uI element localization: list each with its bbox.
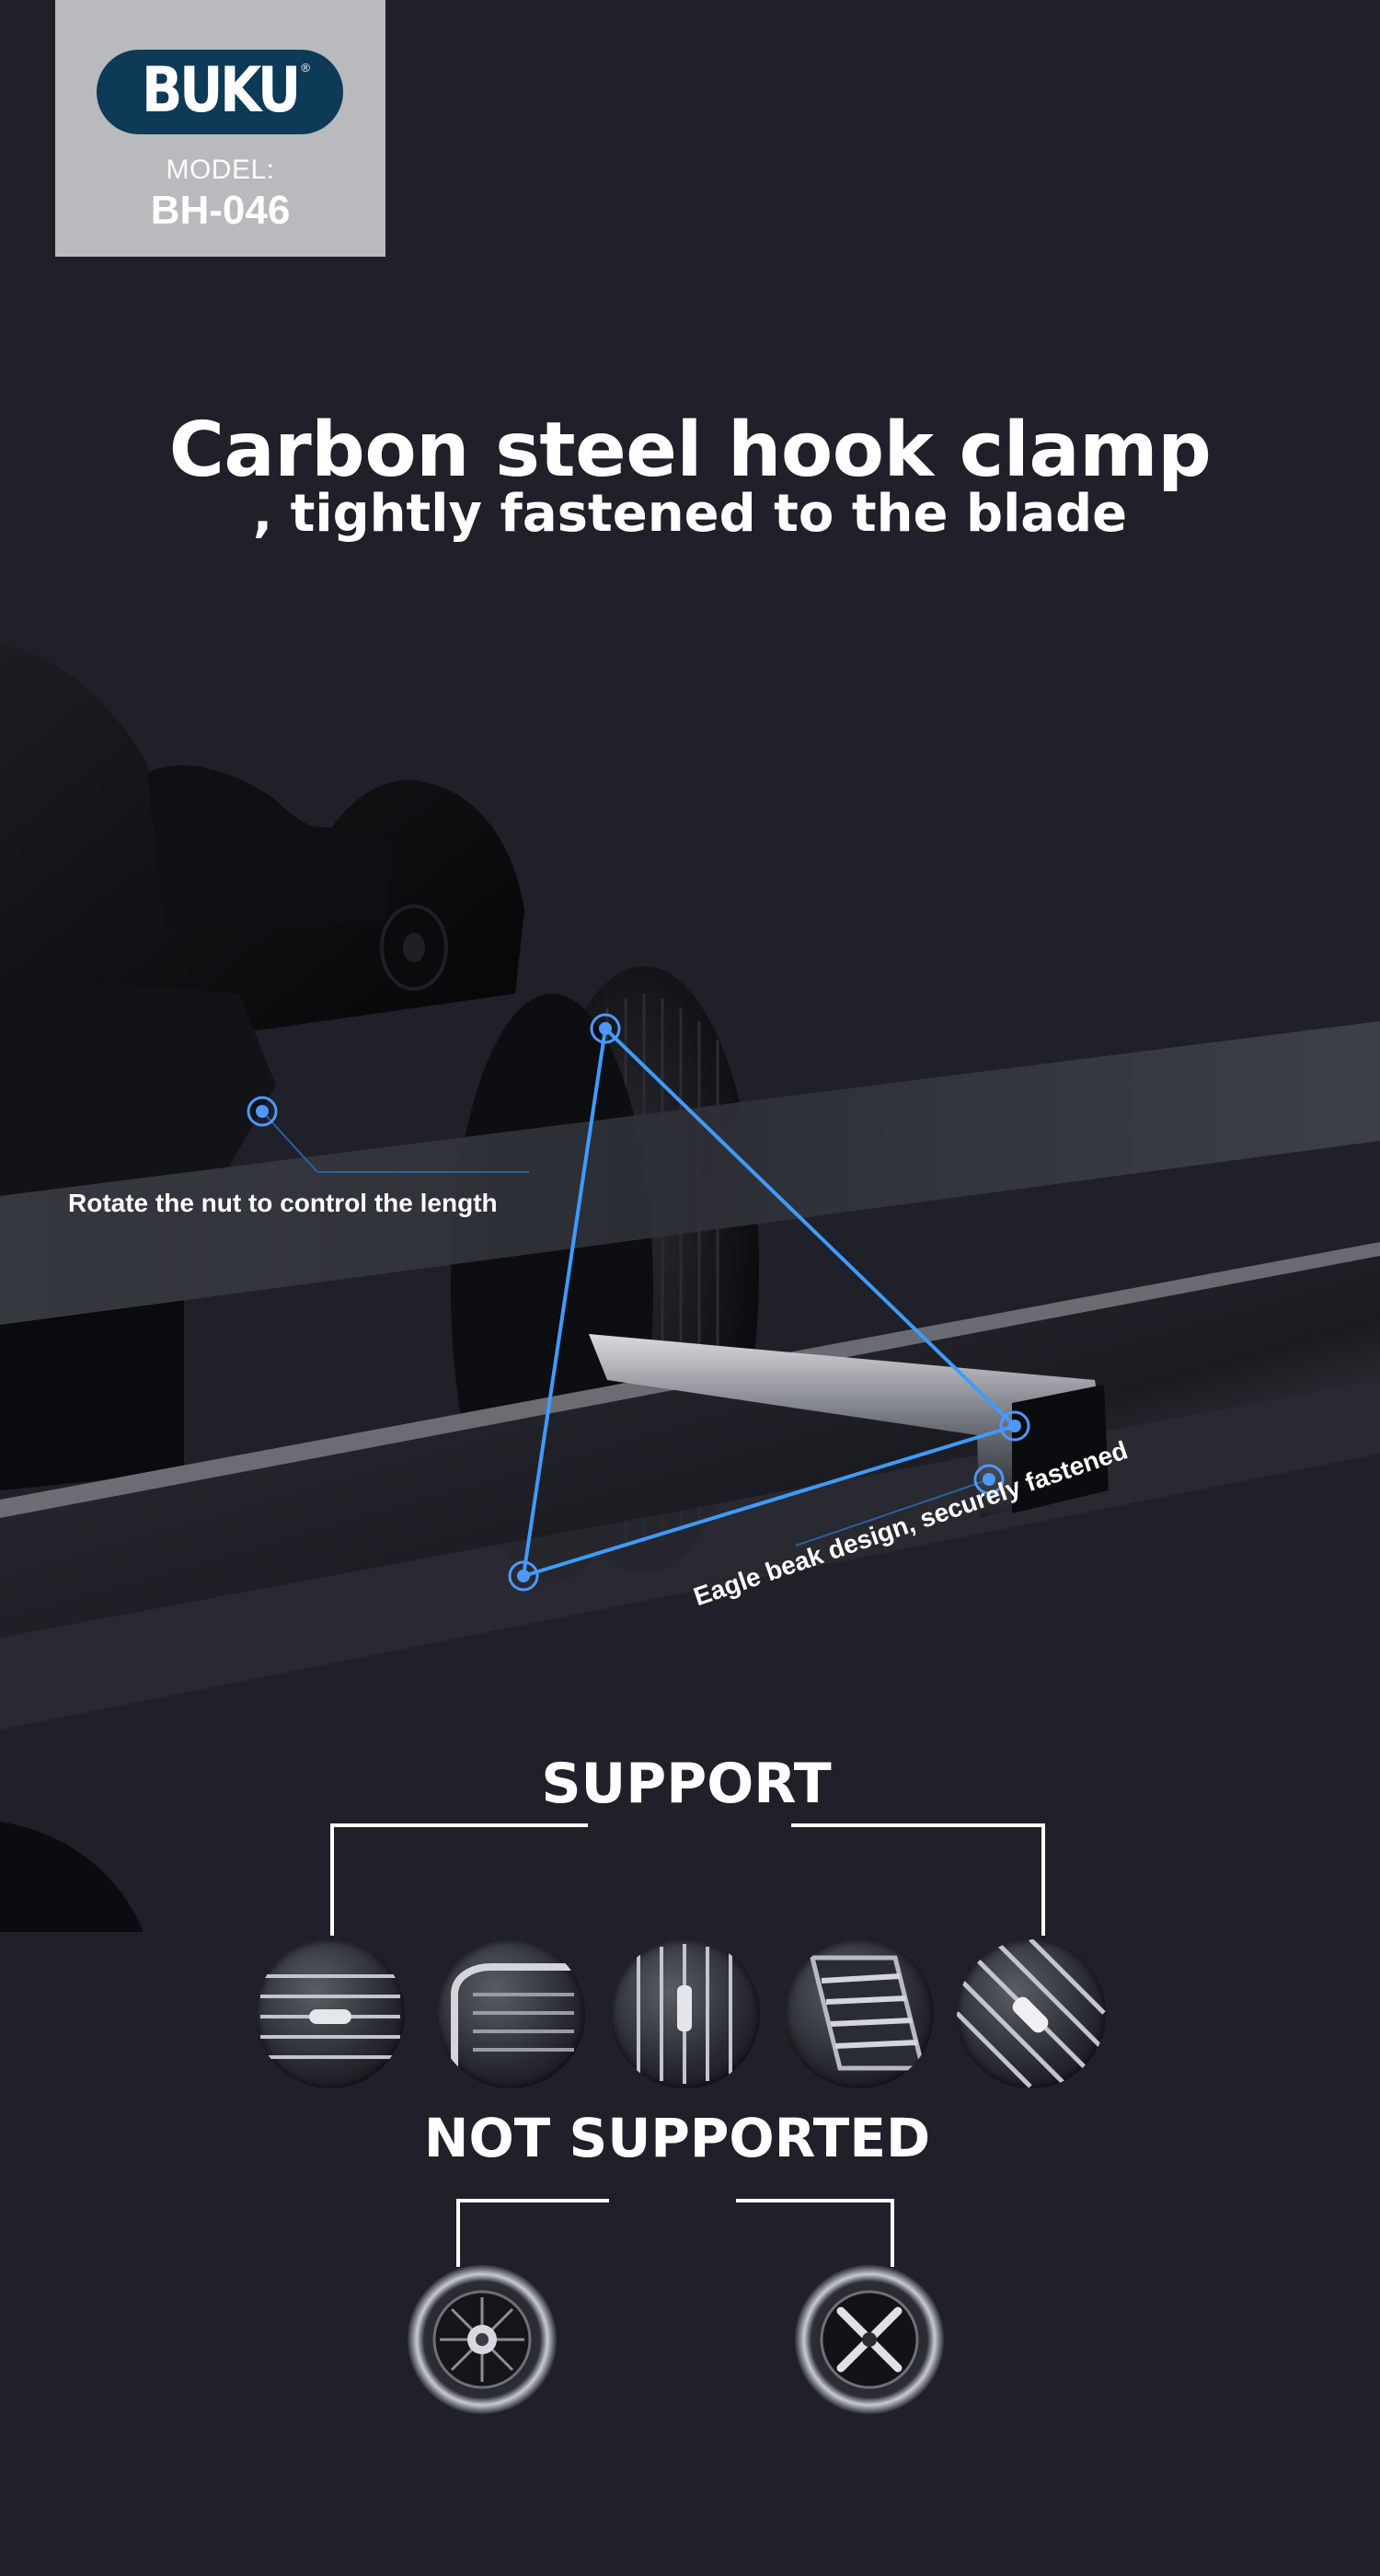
support-bracket-right bbox=[791, 1823, 1045, 1936]
brand-logo-text: BUKU bbox=[141, 53, 302, 127]
hotspot-markers bbox=[247, 1013, 1030, 1592]
cross-round-vent-icon bbox=[795, 2265, 944, 2414]
not-supported-title: NOT SUPPORTED bbox=[423, 2107, 931, 2169]
support-title: SUPPORT bbox=[541, 1752, 832, 1816]
headline-subtitle: , tightly fastened to the blade bbox=[252, 484, 1128, 544]
horizontal-vent-icon bbox=[256, 1939, 405, 2088]
model-value: BH-046 bbox=[150, 188, 291, 233]
model-label: MODEL: bbox=[166, 155, 275, 185]
diagonal-vent-icon bbox=[957, 1939, 1106, 2088]
support-bracket-left bbox=[330, 1823, 588, 1936]
brand-box: BUKU ® MODEL: BH-046 bbox=[55, 0, 385, 257]
angled-vent-icon bbox=[436, 1939, 585, 2088]
product-illustration bbox=[0, 589, 1380, 1932]
vertical-vent-icon bbox=[611, 1939, 760, 2088]
registered-mark: ® bbox=[301, 61, 310, 75]
slanted-vent-icon bbox=[785, 1939, 934, 2088]
round-vent-icon bbox=[408, 2265, 557, 2414]
not-supported-bracket-left bbox=[456, 2199, 609, 2267]
callout-rotate-nut: Rotate the nut to control the length bbox=[68, 1189, 498, 1217]
headline-title: Carbon steel hook clamp bbox=[168, 407, 1212, 494]
brand-logo: BUKU ® bbox=[97, 50, 343, 134]
not-supported-bracket-right bbox=[736, 2199, 894, 2267]
